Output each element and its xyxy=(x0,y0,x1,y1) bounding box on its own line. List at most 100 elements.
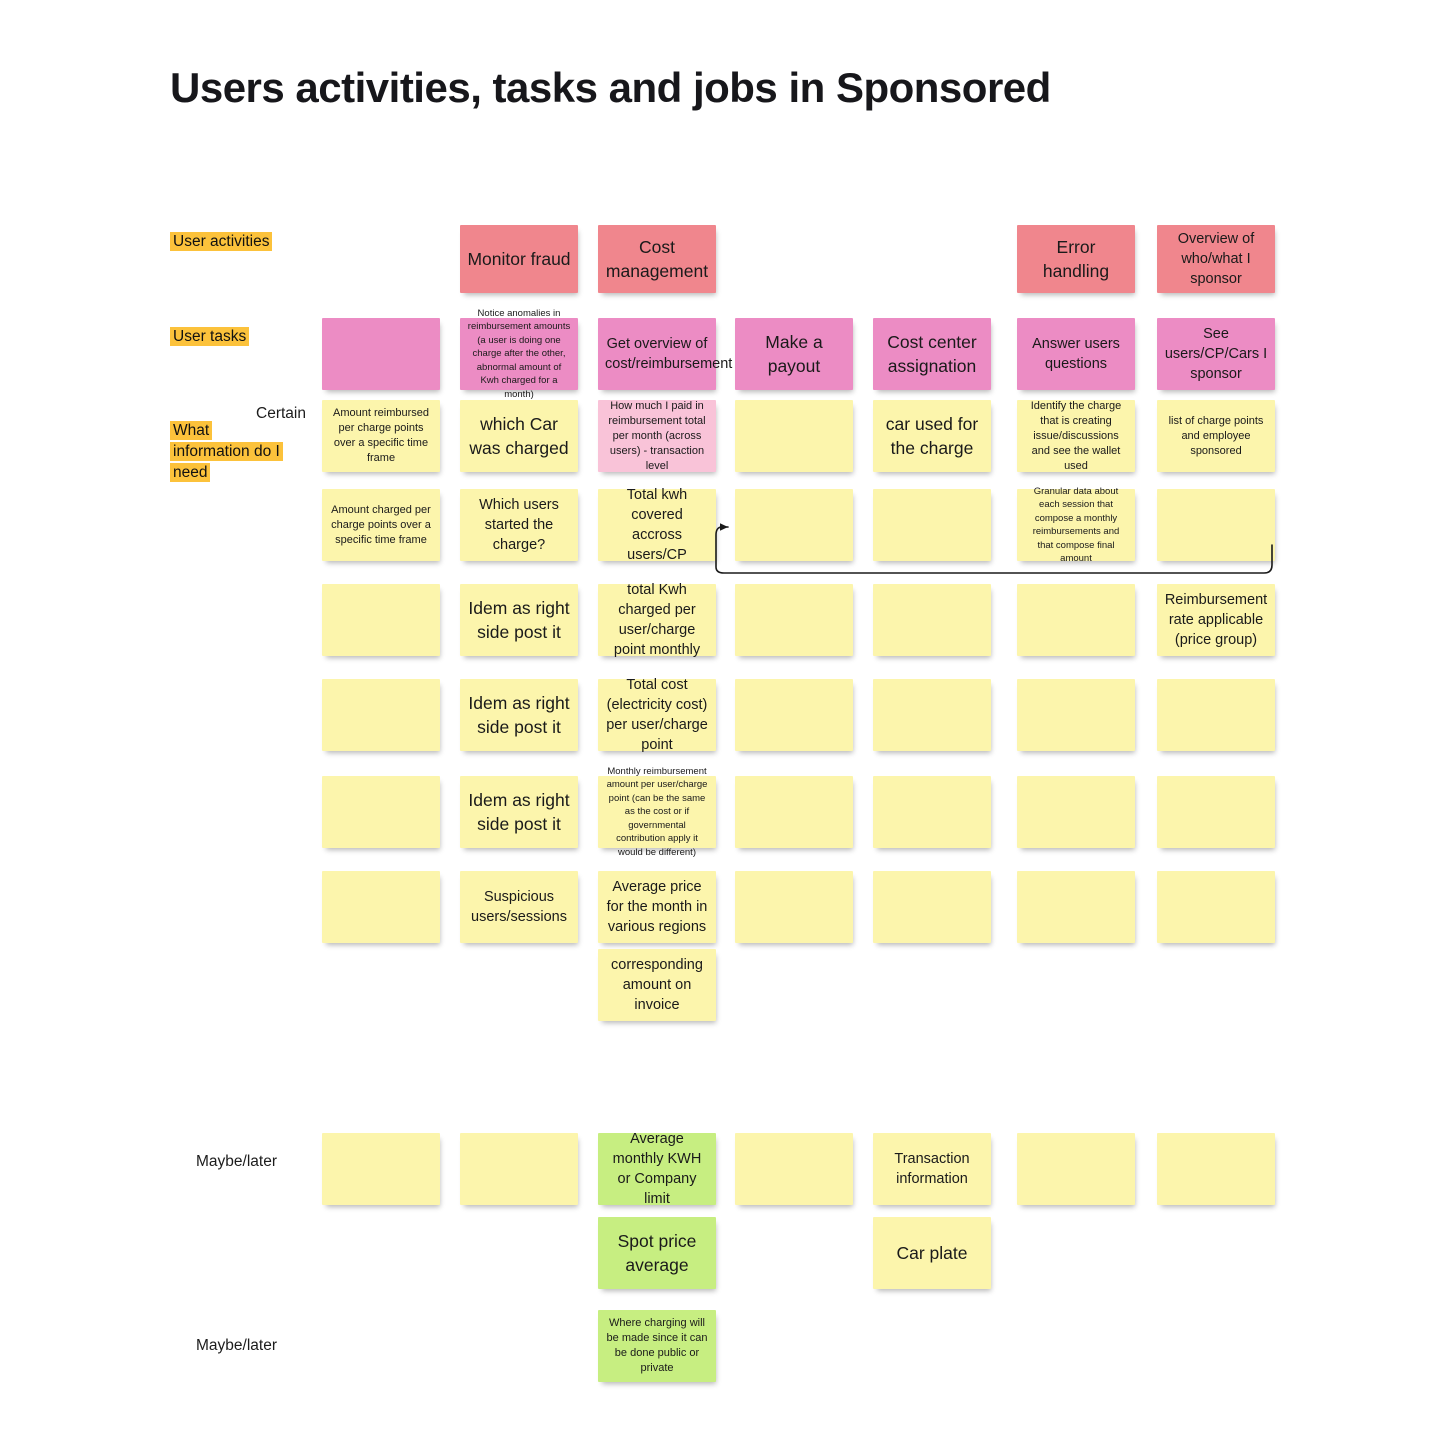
info-note-blank-r5-c6[interactable] xyxy=(1017,776,1135,848)
sticky-note-text: Cost management xyxy=(605,237,709,281)
info-note-total-cost-electricity-cost-per[interactable]: Total cost (electricity cost) per user/c… xyxy=(598,677,716,753)
info-note-blank-r1-c4[interactable] xyxy=(735,400,853,472)
activity-note-monitor-fraud[interactable]: Monitor fraud xyxy=(460,225,578,293)
sticky-note-text: How much I paid in reimbursement total p… xyxy=(608,399,706,472)
info-note-idem-as-right-side-post[interactable]: Idem as right side post it xyxy=(460,776,578,848)
maybe-note-average-monthly-kwh-or-company[interactable]: Average monthly KWH or Company limit xyxy=(598,1131,716,1207)
info-note-car-used-for-the-charge[interactable]: car used for the charge xyxy=(873,400,991,472)
sticky-note-text: Cost center assignation xyxy=(887,332,977,376)
info-note-monthly-reimbursement-amount-per-user[interactable]: Monthly reimbursement amount per user/ch… xyxy=(598,766,716,858)
sticky-note-text: which Car was charged xyxy=(469,414,569,458)
info-note-blank-r5-c7[interactable] xyxy=(1157,776,1275,848)
row-label-maybe-later-2: Maybe/later xyxy=(196,1337,277,1354)
sticky-note-text: Transaction information xyxy=(894,1151,970,1187)
maybe-note-blank-r1-c2[interactable] xyxy=(460,1133,578,1205)
maybe-note-spot-price-average[interactable]: Spot price average xyxy=(598,1217,716,1289)
info-note-blank-r4-c1[interactable] xyxy=(322,679,440,751)
info-note-blank-r4-c6[interactable] xyxy=(1017,679,1135,751)
task-note-cost-center-assignation[interactable]: Cost center assignation xyxy=(873,318,991,390)
sticky-note-text: Amount charged per charge points over a … xyxy=(331,503,431,546)
info-note-average-price-for-the-month[interactable]: Average price for the month in various r… xyxy=(598,871,716,943)
task-note-answer-users-questions[interactable]: Answer users questions xyxy=(1017,318,1135,390)
sticky-note-text: Average monthly KWH or Company limit xyxy=(612,1131,702,1207)
maybe-note-blank-r1-c6[interactable] xyxy=(1017,1133,1135,1205)
info-note-blank-r3-c4[interactable] xyxy=(735,584,853,656)
sticky-note-text: Reimbursement rate applicable (price gro… xyxy=(1164,592,1268,648)
sticky-note-text: Overview of who/what I sponsor xyxy=(1177,231,1255,287)
task-note-notice-anomalies-in-reimbursement-amounts[interactable]: Notice anomalies in reimbursement amount… xyxy=(460,308,578,400)
info-note-blank-r3-c5[interactable] xyxy=(873,584,991,656)
info-note-granular-data-about-each-session[interactable]: Granular data about each session that co… xyxy=(1017,486,1135,564)
info-note-blank-r5-c5[interactable] xyxy=(873,776,991,848)
row-label-what-information: What information do I need xyxy=(170,420,290,483)
info-note-blank-r4-c4[interactable] xyxy=(735,679,853,751)
info-note-which-car-was-charged[interactable]: which Car was charged xyxy=(460,400,578,472)
info-note-blank-r4-c5[interactable] xyxy=(873,679,991,751)
info-note-list-of-charge-points-and[interactable]: list of charge points and employee spons… xyxy=(1157,400,1275,472)
sticky-note-text: Idem as right side post it xyxy=(468,790,570,834)
info-note-idem-as-right-side-post[interactable]: Idem as right side post it xyxy=(460,679,578,751)
sticky-note-text: Notice anomalies in reimbursement amount… xyxy=(467,307,571,400)
info-note-blank-r2-c4[interactable] xyxy=(735,489,853,561)
activity-note-cost-management[interactable]: Cost management xyxy=(598,225,716,293)
info-note-blank-r2-c7[interactable] xyxy=(1157,489,1275,561)
sticky-note-text: Error handling xyxy=(1042,237,1110,281)
info-note-reimbursement-rate-applicable-price-group[interactable]: Reimbursement rate applicable (price gro… xyxy=(1157,584,1275,656)
activity-note-overview-of-who-what-i[interactable]: Overview of who/what I sponsor xyxy=(1157,225,1275,293)
sticky-note-text: Average price for the month in various r… xyxy=(606,879,708,935)
sticky-note-text: Idem as right side post it xyxy=(468,693,570,737)
info-note-amount-reimbursed-per-charge-points[interactable]: Amount reimbursed per charge points over… xyxy=(322,400,440,472)
activity-note-error-handling[interactable]: Error handling xyxy=(1017,225,1135,293)
maybe-note-where-charging-will-be-made[interactable]: Where charging will be made since it can… xyxy=(598,1310,716,1382)
info-note-amount-charged-per-charge-points[interactable]: Amount charged per charge points over a … xyxy=(322,489,440,561)
info-note-how-much-i-paid-in[interactable]: How much I paid in reimbursement total p… xyxy=(598,400,716,472)
info-note-total-kwh-covered-accross-users[interactable]: Total kwh covered accross users/CP xyxy=(598,487,716,563)
info-note-blank-r6-c7[interactable] xyxy=(1157,871,1275,943)
sticky-note-text: Spot price average xyxy=(617,1231,697,1275)
maybe-note-car-plate[interactable]: Car plate xyxy=(873,1217,991,1289)
task-note-get-overview-of-cost-reimbursement[interactable]: Get overview of cost/reimbursement xyxy=(598,318,732,390)
page-title: Users activities, tasks and jobs in Spon… xyxy=(170,64,1051,111)
sticky-note-text: Which users started the charge? xyxy=(479,497,559,553)
info-note-blank-r4-c7[interactable] xyxy=(1157,679,1275,751)
info-note-total-kwh-charged-per-user[interactable]: total Kwh charged per user/charge point … xyxy=(598,582,716,658)
info-note-blank-r6-c5[interactable] xyxy=(873,871,991,943)
task-note-blank-0[interactable] xyxy=(322,318,440,390)
info-note-blank-r6-c4[interactable] xyxy=(735,871,853,943)
sticky-note-text: Idem as right side post it xyxy=(468,598,570,642)
sticky-note-text: Total cost (electricity cost) per user/c… xyxy=(606,677,708,753)
maybe-note-blank-r1-c1[interactable] xyxy=(322,1133,440,1205)
maybe-note-blank-r1-c4[interactable] xyxy=(735,1133,853,1205)
sticky-note-text: See users/CP/Cars I sponsor xyxy=(1164,326,1268,382)
sticky-note-text: Answer users questions xyxy=(1032,336,1120,372)
sticky-note-text: Total kwh covered accross users/CP xyxy=(626,487,688,563)
info-note-blank-r5-c1[interactable] xyxy=(322,776,440,848)
sticky-note-text: total Kwh charged per user/charge point … xyxy=(613,582,701,658)
info-note-which-users-started-the-charge[interactable]: Which users started the charge? xyxy=(460,489,578,561)
sticky-note-text: Monthly reimbursement amount per user/ch… xyxy=(606,765,708,858)
info-note-blank-r3-c1[interactable] xyxy=(322,584,440,656)
info-note-suspicious-users-sessions[interactable]: Suspicious users/sessions xyxy=(460,871,578,943)
info-note-blank-r3-c6[interactable] xyxy=(1017,584,1135,656)
info-note-blank-r6-c1[interactable] xyxy=(322,871,440,943)
maybe-note-transaction-information[interactable]: Transaction information xyxy=(873,1133,991,1205)
info-note-corresponding-amount-on-invoice[interactable]: corresponding amount on invoice xyxy=(598,949,716,1021)
info-note-identify-the-charge-that-is[interactable]: Identify the charge that is creating iss… xyxy=(1017,400,1135,472)
sticky-note-text: Monitor fraud xyxy=(467,249,571,269)
info-note-idem-as-right-side-post[interactable]: Idem as right side post it xyxy=(460,584,578,656)
row-label-certain: Certain xyxy=(256,405,306,422)
info-note-blank-r5-c4[interactable] xyxy=(735,776,853,848)
row-label-user-tasks: User tasks xyxy=(170,326,250,347)
task-note-make-a-payout[interactable]: Make a payout xyxy=(735,318,853,390)
maybe-note-blank-r1-c7[interactable] xyxy=(1157,1133,1275,1205)
sticky-note-text: Where charging will be made since it can… xyxy=(606,1317,708,1374)
task-note-see-users-cp-cars-i[interactable]: See users/CP/Cars I sponsor xyxy=(1157,318,1275,390)
sticky-note-text: Identify the charge that is creating iss… xyxy=(1030,399,1122,472)
info-note-blank-r2-c5[interactable] xyxy=(873,489,991,561)
sticky-note-text: Granular data about each session that co… xyxy=(1032,485,1120,565)
info-note-blank-r6-c6[interactable] xyxy=(1017,871,1135,943)
sticky-note-text: Make a payout xyxy=(765,332,823,376)
sticky-note-text: car used for the charge xyxy=(885,414,979,458)
row-label-user-activities: User activities xyxy=(170,231,273,252)
